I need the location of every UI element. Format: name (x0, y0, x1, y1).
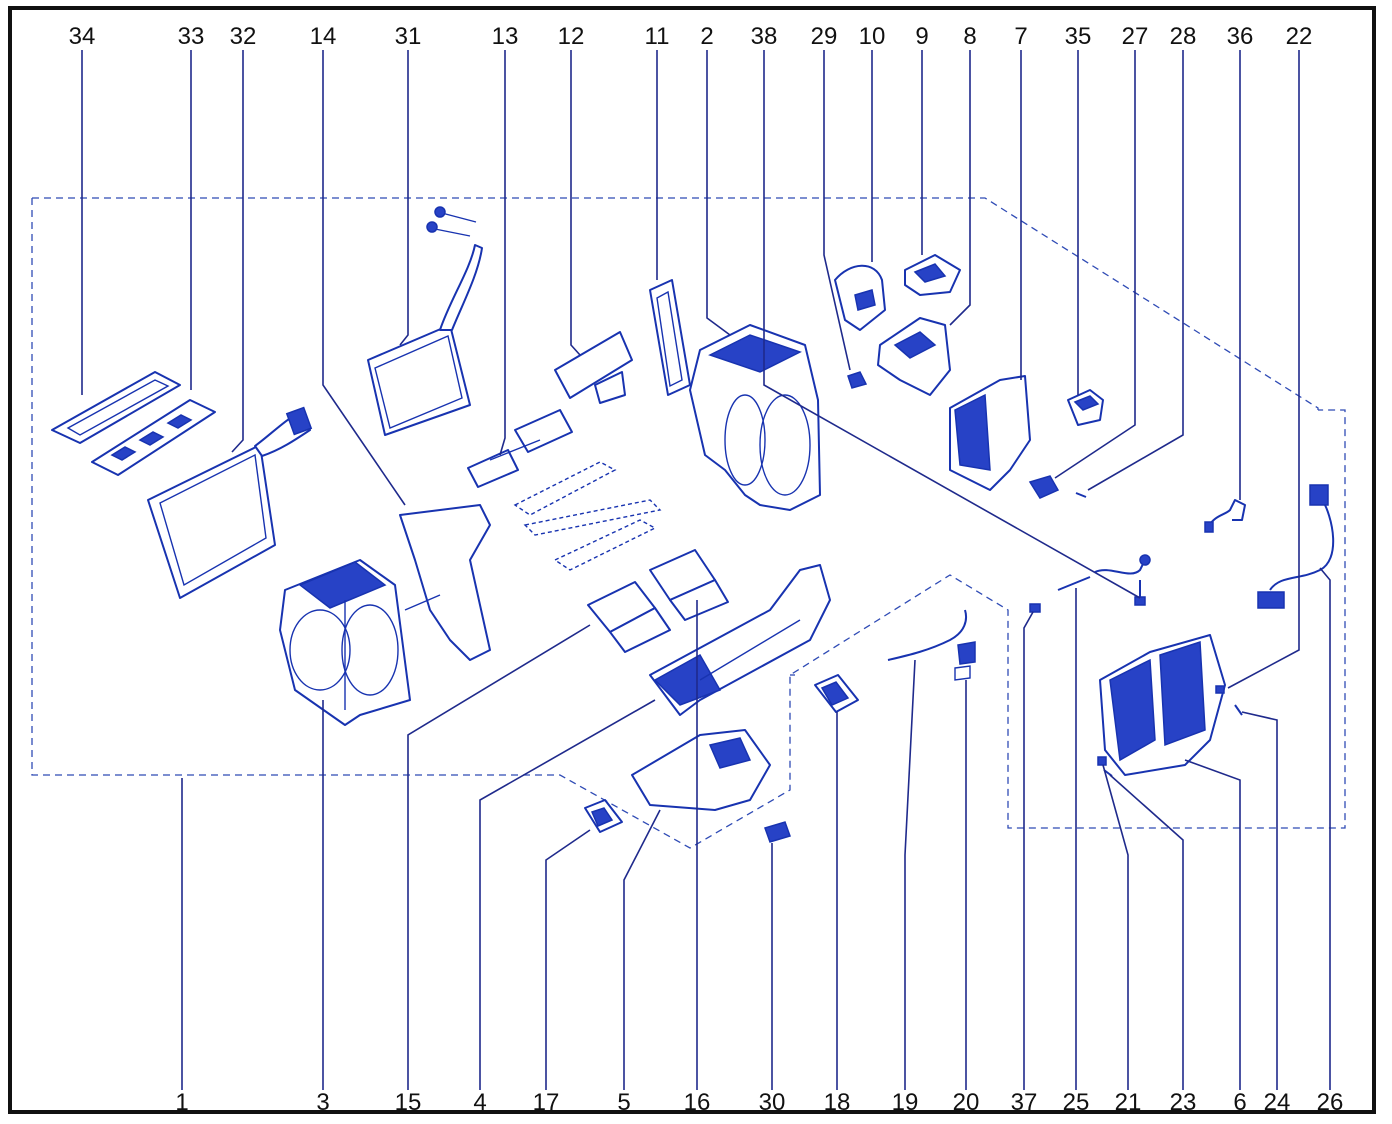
callout-bottom: 23 (1170, 1089, 1197, 1116)
callout-top: 14 (310, 23, 337, 50)
part-11-filter (649, 279, 691, 396)
callout-bottom: 4 (473, 1089, 486, 1116)
callout-top: 32 (230, 23, 257, 50)
part-10-cover (834, 264, 886, 331)
callout-bottom: 1 (175, 1089, 188, 1116)
part-38-sensor-lead (1094, 554, 1151, 606)
part-28-screw (1075, 492, 1087, 498)
part-20-bracket (954, 641, 976, 681)
callout-top: 10 (859, 23, 886, 50)
callout-bottom: 37 (1011, 1089, 1038, 1116)
callout-top: 8 (963, 23, 976, 50)
part-15-flap (587, 581, 671, 653)
part-37-clip (1029, 603, 1041, 613)
part-33-seal-frame (91, 399, 216, 476)
callout-bottom: 3 (316, 1089, 329, 1116)
diagram-frame (8, 6, 1376, 1114)
part-30-clip (764, 821, 791, 843)
top-callouts: 34 33 32 14 31 13 12 11 2 38 29 10 9 8 7… (69, 23, 1313, 50)
callout-top: 11 (645, 23, 670, 50)
callout-top: 33 (178, 23, 205, 50)
callout-bottom: 17 (533, 1089, 560, 1116)
part-4-distribution-duct (649, 564, 831, 716)
part-19-hose (887, 609, 968, 661)
part-27-connector (1028, 475, 1060, 499)
part-25-rod (1057, 576, 1091, 591)
part-5-duct (631, 729, 771, 811)
part-2-blower-housing (689, 324, 821, 511)
callout-bottom: 20 (953, 1089, 980, 1116)
part-8-actuator (877, 317, 951, 396)
part-24-screw (1234, 704, 1243, 716)
part-18-vent (814, 674, 859, 713)
leader-lines (81, 50, 1331, 1090)
part-9-actuator (904, 254, 961, 296)
callout-top: 12 (558, 23, 585, 50)
callout-top: 2 (700, 23, 713, 50)
callout-top: 9 (915, 23, 928, 50)
callout-top: 7 (1014, 23, 1027, 50)
part-17-vent (584, 799, 623, 833)
callout-top: 27 (1122, 23, 1149, 50)
part-14-duct (399, 504, 491, 661)
callout-bottom: 5 (617, 1089, 630, 1116)
callout-top: 36 (1227, 23, 1254, 50)
part-3-heater-housing (279, 559, 411, 726)
part-36-sensor (1204, 499, 1246, 533)
part-doors-mid (513, 461, 662, 571)
bottom-callouts: 1 3 15 4 17 5 16 30 18 19 20 37 25 21 23… (175, 1089, 1343, 1116)
callout-top: 38 (751, 23, 778, 50)
callout-bottom: 16 (684, 1089, 711, 1116)
assembly-outline (31, 197, 1346, 849)
callout-bottom: 19 (892, 1089, 919, 1116)
callout-top: 29 (811, 23, 838, 50)
callout-bottom: 26 (1317, 1089, 1344, 1116)
part-26-harness (1257, 484, 1335, 609)
callout-bottom: 25 (1063, 1089, 1090, 1116)
part-16-flap (649, 549, 729, 621)
callout-bottom: 18 (824, 1089, 851, 1116)
callout-bottom: 6 (1233, 1089, 1246, 1116)
part-31-heater-core (367, 206, 483, 436)
part-22-clip (1215, 685, 1225, 694)
callout-top: 35 (1065, 23, 1092, 50)
callout-top: 28 (1170, 23, 1197, 50)
callout-top: 22 (1286, 23, 1313, 50)
part-35-module (1067, 389, 1104, 426)
callout-top: 34 (69, 23, 96, 50)
callout-bottom: 30 (759, 1089, 786, 1116)
part-6-housing (1099, 634, 1226, 776)
callout-top: 13 (492, 23, 519, 50)
part-34-seal-frame (51, 371, 181, 444)
part-13-flap (467, 409, 573, 488)
callout-bottom: 15 (395, 1089, 422, 1116)
part-29-actuator (847, 371, 868, 389)
part-7-housing-half (949, 375, 1031, 491)
callout-bottom: 21 (1115, 1089, 1142, 1116)
callout-bottom: 24 (1264, 1089, 1291, 1116)
part-32-evaporator (147, 406, 313, 599)
part-12-duct (554, 331, 633, 404)
callout-top: 31 (395, 23, 422, 50)
